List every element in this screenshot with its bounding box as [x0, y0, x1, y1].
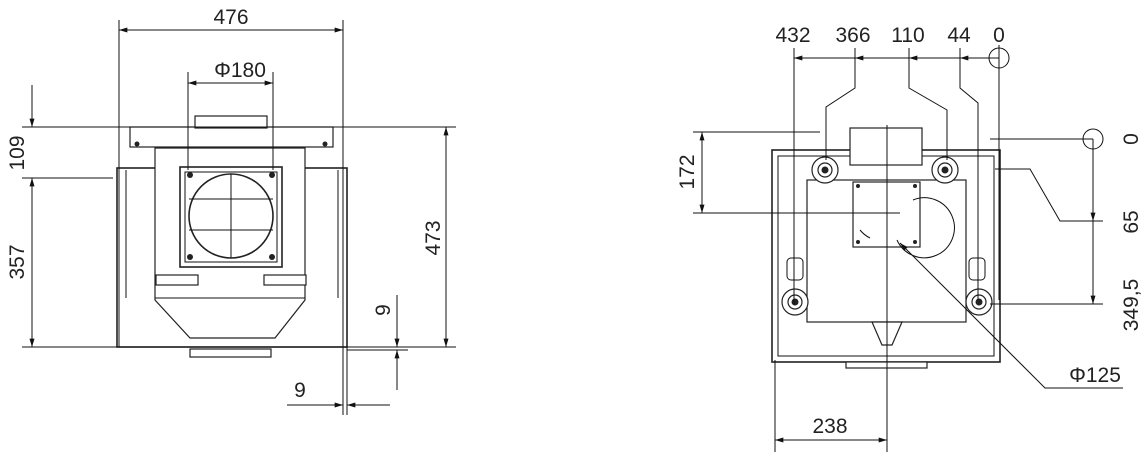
connector-knob: [781, 288, 809, 316]
connector-knob: [931, 156, 959, 184]
bottom-view: 432 366 110 44 0 172 0 65 349,5 Φ125 238: [676, 24, 1143, 452]
x-position-label: 366: [835, 24, 870, 47]
x-position-label: 0: [993, 24, 1005, 47]
y-position-label: 349,5: [1120, 279, 1143, 332]
connector-knob: [811, 156, 839, 184]
width-dimension: 476: [213, 6, 248, 29]
horizontal-gap-dimension: 9: [294, 379, 306, 402]
front-view: 476 Φ180 109 357 473 9 9: [6, 6, 456, 415]
x-position-label: 432: [775, 24, 810, 47]
total-height-dimension: 473: [422, 220, 445, 255]
lower-height-dimension: 357: [6, 244, 29, 279]
duct-diameter-dimension: Φ180: [214, 59, 266, 82]
x-position-label: 110: [891, 24, 924, 47]
x-position-label: 44: [947, 24, 971, 47]
origin-x-marker: [988, 47, 1010, 69]
vertical-gap-dimension: 9: [372, 304, 395, 316]
top-offset-dimension: 109: [6, 135, 29, 170]
center-distance-dimension: 238: [812, 415, 847, 438]
y-position-label: 0: [1120, 133, 1143, 145]
y-position-label: 65: [1120, 210, 1143, 233]
bottom-view-body: [771, 127, 1001, 369]
outlet-diameter-dimension: Φ125: [1069, 364, 1121, 387]
front-view-body: [116, 115, 348, 358]
depth-offset-dimension: 172: [676, 154, 699, 189]
connector-knob: [965, 288, 993, 316]
